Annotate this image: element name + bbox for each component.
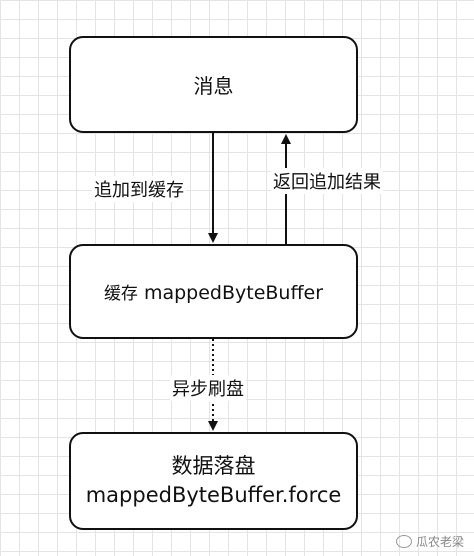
message-node: 消息 (69, 36, 358, 133)
buffer-name-label: mappedByteBuffer (143, 282, 324, 304)
append-to-buffer-label: 追加到缓存 (92, 176, 186, 202)
message-label: 消息 (193, 74, 234, 98)
persist-node: 数据落盘 mappedByteBuffer.force (69, 432, 358, 530)
persist-title: 数据落盘 (171, 453, 256, 478)
buffer-prefix-label: 缓存 (103, 284, 138, 304)
persist-method: mappedByteBuffer.force (85, 483, 342, 507)
buffer-node: 缓存 mappedByteBuffer (69, 244, 358, 339)
watermark-text: 瓜农老梁 (415, 535, 464, 549)
wechat-icon (395, 535, 412, 548)
watermark: 瓜农老梁 (395, 533, 464, 550)
return-append-result-label: 返回追加结果 (271, 168, 383, 194)
async-flush-label: 异步刷盘 (170, 375, 246, 401)
